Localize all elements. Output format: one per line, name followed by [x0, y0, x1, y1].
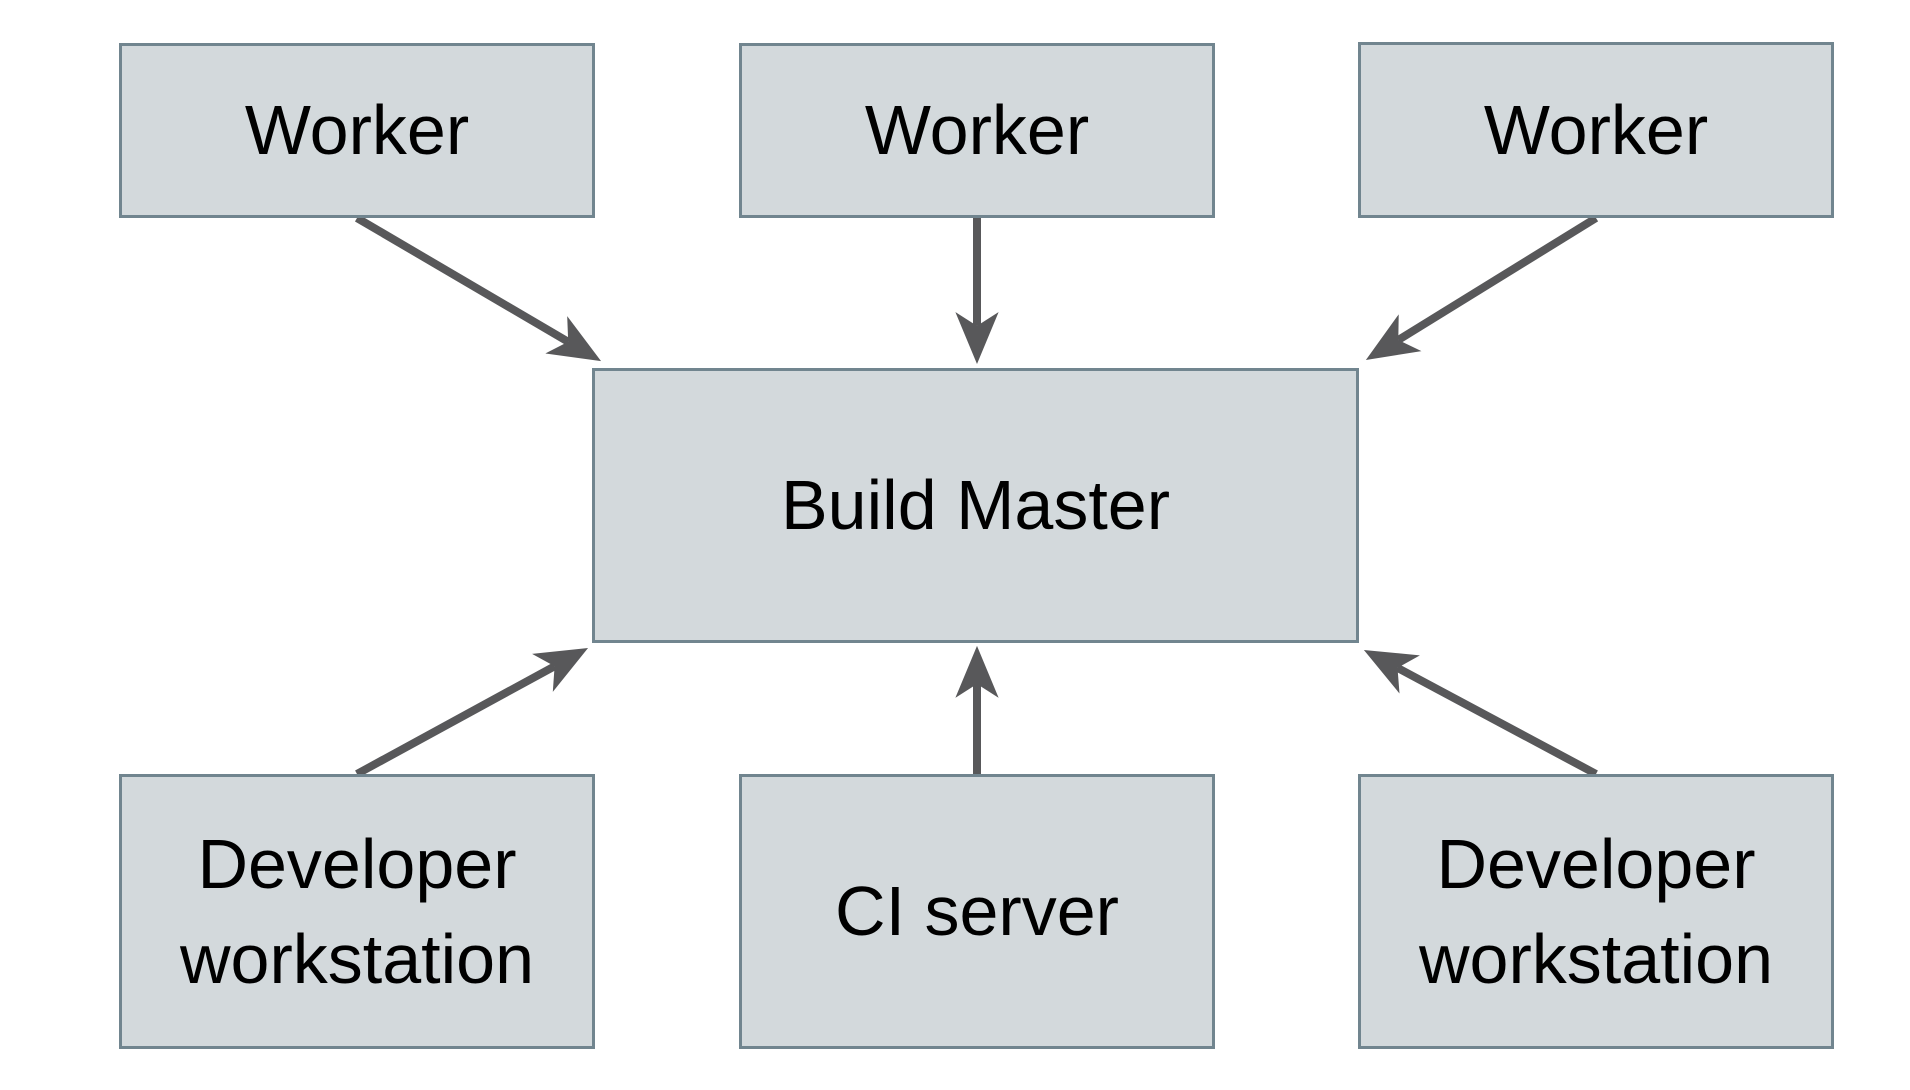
- node-worker-2-label: Worker: [864, 91, 1090, 170]
- arrow-worker3-to-buildmaster: [1365, 214, 1599, 361]
- node-worker-1-label: Worker: [244, 91, 470, 170]
- arrow-worker1-to-buildmaster: [354, 214, 602, 362]
- node-build-master: Build Master: [592, 368, 1359, 643]
- node-worker-2: Worker: [739, 43, 1215, 218]
- arrow-devworkstation-left-to-buildmaster: [355, 647, 589, 778]
- node-developer-workstation-left: Developer workstation: [119, 774, 595, 1049]
- node-worker-3: Worker: [1358, 42, 1834, 218]
- node-ci-server: CI server: [739, 774, 1215, 1049]
- node-developer-workstation-right: Developer workstation: [1358, 774, 1834, 1049]
- node-build-master-label: Build Master: [780, 466, 1171, 545]
- node-worker-3-label: Worker: [1483, 90, 1709, 169]
- node-ci-server-label: CI server: [835, 872, 1119, 951]
- node-developer-workstation-right-label: Developer workstation: [1418, 825, 1774, 998]
- node-developer-workstation-left-label: Developer workstation: [179, 825, 535, 998]
- node-worker-1: Worker: [119, 43, 595, 218]
- arrow-devworkstation-right-to-buildmaster: [1363, 649, 1598, 778]
